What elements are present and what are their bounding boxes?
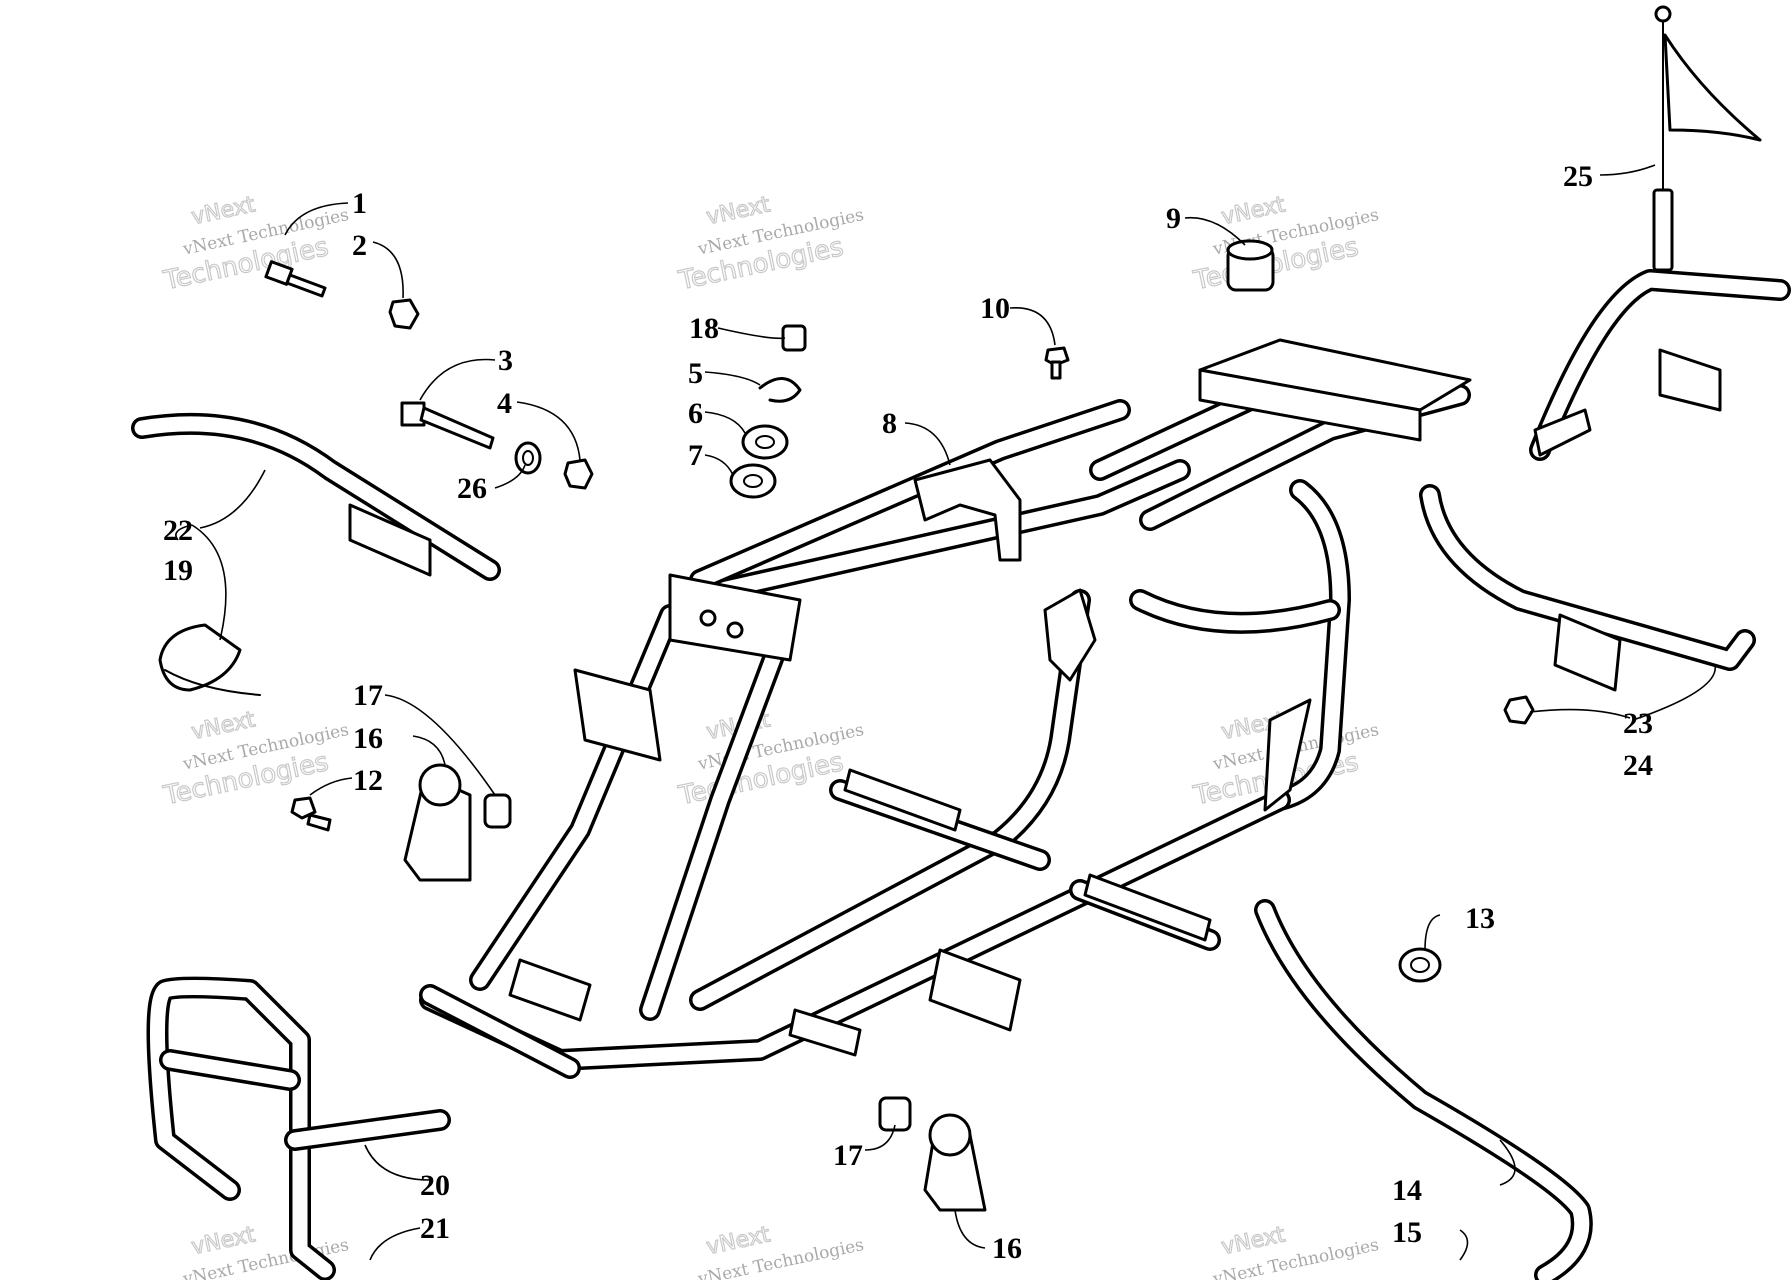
part-16-bracket-upper [403,763,472,882]
part-17-spacer-upper [483,793,512,829]
part-17-spacer-lower [878,1096,912,1132]
callout-5: 5 [688,357,703,390]
part-3-bolt [400,401,495,450]
svg-text:vNext: vNext [704,1222,772,1260]
watermark-bottom-right: vNext vNext Technologies [1210,1222,1380,1280]
main-frame [419,338,1472,1079]
svg-text:vNext: vNext [1219,1222,1287,1260]
callout-8: 8 [882,407,897,440]
callout-14: 14 [1392,1174,1422,1207]
watermark-top-center: vNext vNext Technologies Technologies [675,192,866,297]
part-26-washer [514,441,542,475]
watermark-mid-left: vNext vNext Technologies Technologies [160,707,351,812]
callout-20: 20 [420,1169,450,1202]
watermark-top-left: vNext vNext Technologies Technologies [160,192,351,297]
callout-16-upper: 16 [353,722,383,755]
callout-13: 13 [1465,902,1495,935]
callout-17-upper: 17 [353,679,383,712]
part-14-tube [1254,899,1593,1280]
part-16-bracket-lower [923,1113,987,1212]
callout-26: 26 [457,472,487,505]
callouts: 1 2 3 4 26 18 5 6 7 8 9 10 25 22 19 17 1… [163,160,1653,1265]
callout-2: 2 [352,229,367,262]
callout-25: 25 [1563,160,1593,193]
part-23-rail [1419,484,1756,692]
callout-17-lower: 17 [833,1139,863,1172]
svg-text:vNext: vNext [1219,192,1287,230]
callout-3: 3 [498,344,513,377]
part-4-nut [563,458,594,490]
leader-lines [175,164,1716,1261]
watermark-bottom-center: vNext vNext Technologies [695,1222,865,1280]
part-2-nut [388,298,420,330]
callout-23: 23 [1623,707,1653,740]
svg-text:vNext: vNext [189,707,257,745]
callout-21: 21 [420,1212,450,1245]
part-24-nut [1503,695,1535,725]
svg-text:vNext: vNext [704,192,772,230]
part-7-bearing [729,463,777,499]
part-22-rail [131,412,501,581]
callout-24: 24 [1623,749,1653,782]
part-13-seal [1398,947,1442,983]
callout-9: 9 [1166,202,1181,235]
callout-16-lower: 16 [992,1232,1022,1265]
part-1-bolt [264,260,327,298]
part-6-bearing [741,424,789,460]
callout-18: 18 [689,312,719,345]
callout-22: 22 [163,514,193,547]
callout-7: 7 [688,439,703,472]
svg-text:vNext: vNext [189,1222,257,1260]
part-10-bolt [1044,346,1070,380]
part-9-bushing [1226,239,1275,292]
callout-12: 12 [353,764,383,797]
part-25-flag [1652,5,1762,281]
callout-6: 6 [688,397,703,430]
callout-1: 1 [352,187,367,220]
watermark-top-right: vNext vNext Technologies Technologies [1190,192,1381,297]
svg-text:vNext: vNext [189,192,257,230]
part-19-strap [158,623,261,696]
part-12-bolt [290,796,332,832]
part-18-spacer [781,324,807,352]
callout-10: 10 [980,292,1010,325]
callout-15: 15 [1392,1216,1422,1249]
callout-19: 19 [163,554,193,587]
callout-4: 4 [497,387,512,420]
part-5-clip [758,377,802,403]
part-rear-rack [1529,269,1791,461]
part-20-front-bumper [146,976,451,1280]
